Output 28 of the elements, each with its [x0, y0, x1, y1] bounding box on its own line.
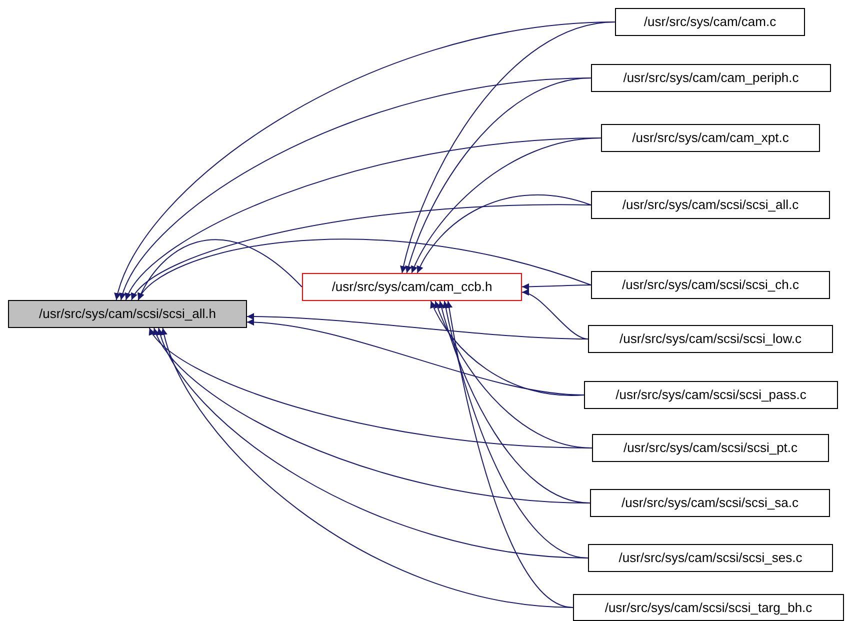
file-box: /usr/src/sys/cam/scsi/scsi_sa.c — [590, 489, 830, 517]
file-box: /usr/src/sys/cam/cam_xpt.c — [601, 124, 820, 152]
arrow — [434, 300, 592, 448]
file-box: /usr/src/sys/cam/scsi/scsi_pass.c — [584, 381, 838, 409]
arrow — [416, 194, 592, 274]
file-box: /usr/src/sys/cam/scsi/scsi_targ_bh.c — [573, 594, 844, 621]
arrow — [430, 300, 584, 396]
file-box: /usr/src/sys/cam/scsi/scsi_ch.c — [591, 271, 830, 299]
arrow — [411, 138, 602, 274]
file-box: /usr/src/sys/cam/scsi/scsi_low.c — [588, 325, 833, 353]
file-box: /usr/src/sys/cam/scsi/scsi_pt.c — [592, 434, 829, 462]
arrow — [246, 313, 588, 340]
arrow — [522, 290, 588, 340]
arrow — [438, 300, 590, 504]
file-box: /usr/src/sys/cam/scsi/scsi_all.h — [8, 300, 247, 328]
arrow — [131, 204, 592, 300]
file-box: /usr/src/sys/cam/scsi/scsi_all.c — [591, 191, 830, 219]
arrow — [138, 238, 592, 300]
file-box: /usr/src/sys/cam/cam_ccb.h — [302, 273, 522, 301]
arrow — [446, 300, 574, 608]
file-box: /usr/src/sys/cam/scsi/scsi_ses.c — [588, 544, 833, 572]
file-box: /usr/src/sys/cam/cam.c — [615, 8, 805, 36]
arrow — [405, 78, 592, 274]
arrow — [522, 283, 592, 290]
arrow — [400, 22, 616, 274]
arrow — [138, 239, 302, 300]
file-box: /usr/src/sys/cam/cam_periph.c — [591, 64, 831, 92]
arrow — [442, 300, 588, 558]
